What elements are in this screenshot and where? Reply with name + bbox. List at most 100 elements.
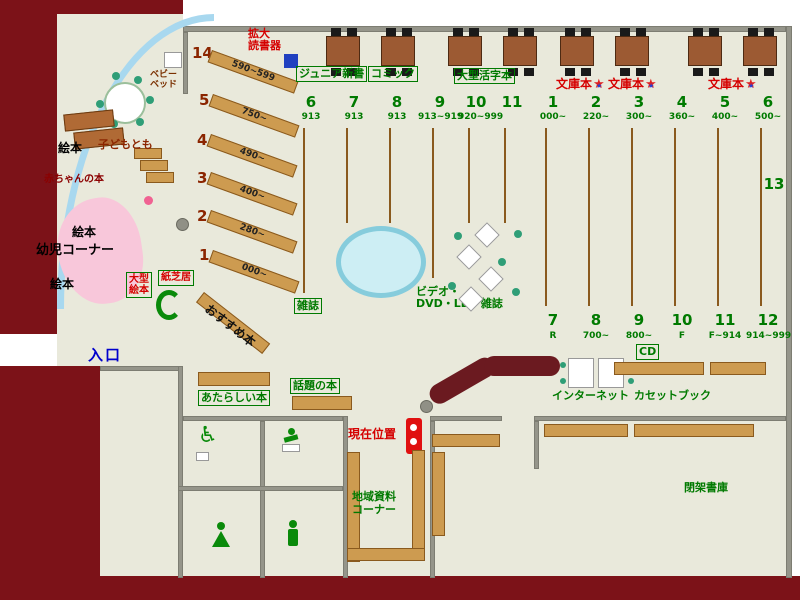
- wall-bottom: [0, 576, 800, 600]
- fan-shelf-num-2: 2: [197, 207, 208, 225]
- shelf-range: 300~: [625, 112, 653, 122]
- magazine-label: 雑誌: [294, 298, 322, 314]
- story-rug: [336, 226, 426, 298]
- shelf-range: 700~: [582, 331, 610, 341]
- cassette-book-label: カセットブック: [634, 389, 711, 402]
- shelf-range: 913: [387, 112, 407, 122]
- shelf-range: R: [549, 331, 557, 341]
- local-materials-label: 地域資料コーナー: [352, 490, 396, 516]
- shelf-num: 10: [465, 93, 487, 111]
- local-shelf: [347, 548, 425, 561]
- bunko-label-2: 文庫本★★: [608, 77, 657, 92]
- wheelchair-icon: ♿: [198, 423, 218, 448]
- shelf-range: 220~: [582, 112, 610, 122]
- wall-shelf-num-13: 13: [763, 175, 785, 193]
- stool: [560, 378, 566, 384]
- shelf-num: 1: [547, 93, 559, 111]
- bench-c: [156, 290, 182, 320]
- large-picture-books-label: 大型絵本: [126, 272, 152, 298]
- toddler-corner-label: 幼児コーナー: [36, 243, 115, 258]
- wall-room-1: [100, 366, 180, 371]
- topic-books-shelf: [292, 396, 352, 410]
- pillar: [176, 218, 189, 231]
- wall-room-6: [178, 486, 343, 491]
- junior-shinsho-label: ジュニア新書: [296, 66, 368, 82]
- shelf-num: 5: [719, 93, 731, 111]
- fan-shelf-num-5: 5: [199, 91, 210, 109]
- local-shelf: [347, 452, 360, 562]
- stool: [498, 258, 506, 266]
- new-books-label: あたらしい本: [198, 390, 270, 406]
- current-location-label: 現在位置: [348, 427, 397, 441]
- internet-desk: [568, 358, 594, 388]
- shelf-range: 914~999: [746, 331, 792, 341]
- local-shelf: [412, 450, 425, 550]
- bunko-label-1: 文庫本★★: [556, 77, 605, 92]
- baby-bed: [164, 52, 182, 68]
- picture-books-label-2: 絵本: [72, 225, 97, 239]
- picture-books-label-3: 絵本: [50, 277, 75, 291]
- shelf-range: 920~999: [458, 112, 504, 122]
- shelf-num: 9: [633, 311, 645, 329]
- step-shelf: [134, 148, 162, 159]
- shelf-col: [389, 128, 391, 223]
- magnifier-reader-label: 拡大読書器: [248, 27, 281, 52]
- reading-table: [560, 28, 594, 76]
- baby-bed-label: ベビーベッド: [150, 70, 178, 90]
- cd-shelf: [614, 362, 704, 375]
- stack-shelf: [544, 424, 628, 437]
- wall-room-7: [430, 416, 502, 421]
- pillar: [420, 400, 433, 413]
- corridor-shelf: [432, 434, 500, 447]
- shelf-range: 913: [344, 112, 364, 122]
- closed-stacks-label: 閉架書庫: [684, 481, 728, 494]
- men-toilet-icon: [286, 520, 300, 546]
- shelf-range: 800~: [625, 331, 653, 341]
- shelf-num: 8: [391, 93, 403, 111]
- fan-shelf-num-1: 1: [199, 246, 210, 264]
- large-print-label: 大型活字本: [454, 68, 515, 84]
- shelf-range: 360~: [668, 112, 696, 122]
- shelf-num: 10: [671, 311, 693, 329]
- reading-table: [615, 28, 649, 76]
- reading-table: [503, 28, 537, 76]
- step-shelf: [146, 172, 174, 183]
- cd-shelf: [710, 362, 766, 375]
- shelf-num: 7: [348, 93, 360, 111]
- shelf-num: 7: [547, 311, 559, 329]
- shelf-num: 11: [501, 93, 523, 111]
- shelf-num: 12: [757, 311, 779, 329]
- shelf-range: 500~: [754, 112, 782, 122]
- shelf-col: [346, 128, 348, 223]
- stool: [512, 288, 520, 296]
- stool: [146, 96, 154, 104]
- reading-table: [381, 28, 415, 76]
- wall-room-3: [183, 416, 343, 421]
- reading-table: [448, 28, 482, 76]
- topic-books-label: 話題の本: [290, 378, 340, 394]
- bunko-label-3: 文庫本★★: [708, 77, 757, 92]
- shelf-col: [303, 128, 305, 293]
- picture-books-label-1: 絵本: [58, 141, 83, 155]
- kamishibai-label: 紙芝居: [158, 270, 194, 286]
- shelf-col: [760, 128, 762, 306]
- corridor-shelf: [432, 452, 445, 536]
- reading-table: [743, 28, 777, 76]
- stool: [112, 72, 120, 80]
- current-location-marker: [406, 418, 422, 454]
- shelf-range: 913: [301, 112, 321, 122]
- magnifier-reader-device: [284, 54, 298, 68]
- star-icon: ★★: [593, 77, 605, 92]
- stack-shelf: [634, 424, 754, 437]
- shelf-range: F: [678, 331, 686, 341]
- shelf-num: 2: [590, 93, 602, 111]
- shelf-range: 400~: [711, 112, 739, 122]
- shelf-num: 11: [714, 311, 736, 329]
- fan-shelf-num-4: 4: [197, 131, 208, 149]
- star-icon: ★★: [745, 77, 757, 92]
- stool: [136, 118, 144, 126]
- wall-room-2: [178, 366, 183, 578]
- shelf-col: [468, 128, 470, 223]
- kodomonotomo-label: 子どもとも: [98, 138, 153, 151]
